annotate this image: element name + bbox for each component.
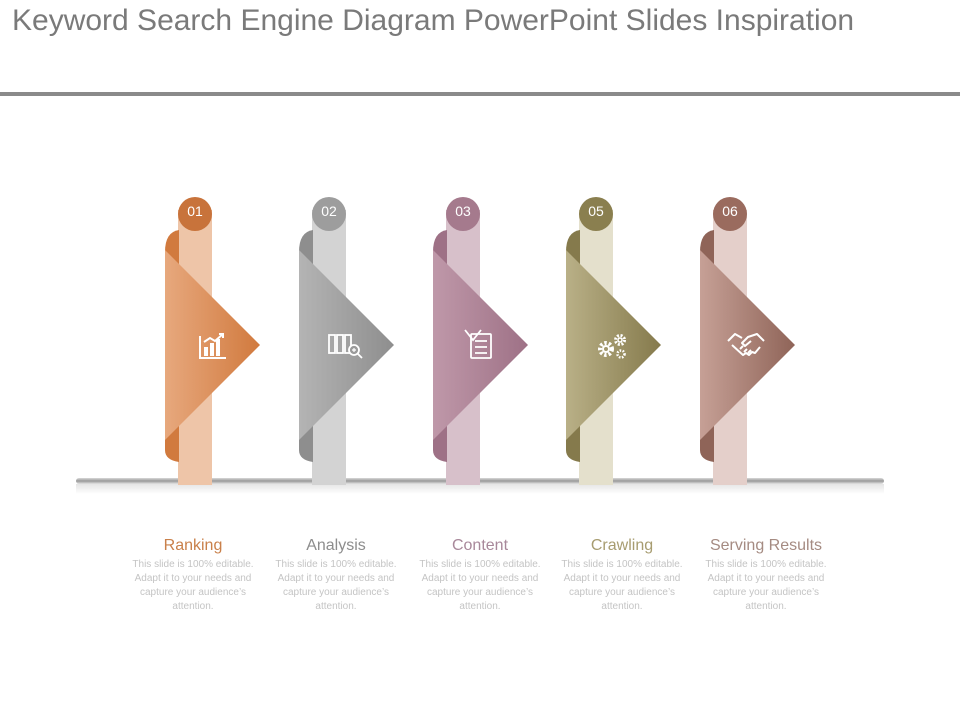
checklist-icon: [464, 329, 492, 359]
caption-text: This slide is 100% editable. Adapt it to…: [561, 559, 683, 612]
caption-title: Crawling: [590, 537, 654, 554]
step-badge: [579, 197, 613, 231]
handshake-icon: [727, 333, 765, 356]
step-crawling: 05: [566, 190, 696, 500]
step-content: 03: [433, 190, 563, 500]
step-arrow: [566, 250, 661, 440]
caption-title: Ranking: [163, 537, 223, 554]
caption-text: This slide is 100% editable. Adapt it to…: [132, 559, 254, 612]
slide-title: Keyword Search Engine Diagram PowerPoint…: [12, 4, 855, 37]
bar-chart-growth-icon: [199, 333, 226, 359]
step-number: 01: [187, 203, 203, 219]
gears-icon: [598, 334, 626, 359]
step-badge: [713, 197, 747, 231]
step-arrow: [299, 250, 394, 440]
step-number: 02: [321, 203, 337, 219]
step-shape: [299, 197, 394, 485]
binders-search-icon: [328, 334, 363, 359]
step-ranking: 01: [165, 190, 295, 500]
step-number: 03: [455, 203, 471, 219]
step-badge: [446, 197, 480, 231]
step-badge: [312, 197, 346, 231]
caption-content: Content This slide is 100% editable. Ada…: [412, 536, 548, 614]
step-arrow: [433, 250, 528, 440]
caption-ranking: Ranking This slide is 100% editable. Ada…: [125, 536, 261, 614]
caption-title: Content: [451, 537, 509, 554]
caption-serving-results: Serving Results This slide is 100% edita…: [698, 536, 834, 614]
step-shape: [433, 197, 528, 485]
caption-text: This slide is 100% editable. Adapt it to…: [705, 559, 827, 612]
caption-text: This slide is 100% editable. Adapt it to…: [275, 559, 397, 612]
baseline-shadow: [76, 484, 884, 494]
step-shape: [165, 197, 260, 485]
caption-title: Serving Results: [709, 537, 823, 554]
step-analysis: 02: [299, 190, 429, 500]
caption-crawling: Crawling This slide is 100% editable. Ad…: [554, 536, 690, 614]
step-serving-results: 06: [700, 190, 830, 500]
caption-analysis: Analysis This slide is 100% editable. Ad…: [268, 536, 404, 614]
step-number: 05: [588, 203, 604, 219]
step-shape: [700, 197, 795, 485]
caption-title: Analysis: [306, 537, 366, 554]
step-number: 06: [722, 203, 738, 219]
step-badge: [178, 197, 212, 231]
step-shape: [566, 197, 661, 485]
title-divider: [0, 92, 960, 96]
caption-text: This slide is 100% editable. Adapt it to…: [419, 559, 541, 612]
